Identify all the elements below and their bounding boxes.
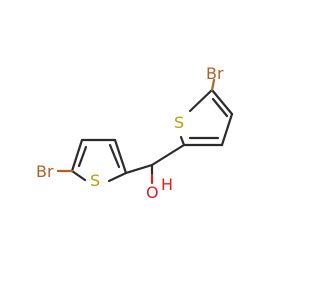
- bond-c2l-c3l: [113, 138, 128, 175]
- bond-ch-c2r: [150, 143, 186, 167]
- bond-c2r-sr: [179, 135, 186, 147]
- bond-c2l-c3l-inner: [108, 143, 121, 169]
- bond-c2l-ch: [124, 163, 154, 175]
- carbinol-center: [124, 143, 186, 185]
- bond-sl-c2l: [107, 171, 128, 183]
- structure-diagram: Br S Br S O H: [36, 64, 234, 202]
- bond-c5l-sl: [70, 169, 87, 182]
- atom-br-right: Br: [206, 64, 224, 83]
- atom-h: H: [161, 175, 173, 194]
- molecule-canvas: Br S Br S O H: [36, 64, 234, 202]
- bond-c5r-c4r-inner: [211, 97, 229, 118]
- bond-c4l-c5l-inner: [77, 145, 88, 168]
- atom-s-right: S: [174, 113, 184, 132]
- bond-c4l-c5l: [70, 138, 84, 173]
- bond-c5r-brr: [210, 78, 216, 92]
- left-thiophene-ring: [56, 138, 128, 183]
- bond-c5r-c4r: [210, 88, 234, 116]
- bond-c4r-c3r: [220, 112, 234, 147]
- atom-o: O: [146, 183, 159, 202]
- atom-s-left: S: [90, 171, 100, 190]
- atom-br-left: Br: [36, 162, 54, 181]
- right-thiophene-ring: [179, 78, 234, 147]
- bond-sr-c5r: [188, 88, 214, 113]
